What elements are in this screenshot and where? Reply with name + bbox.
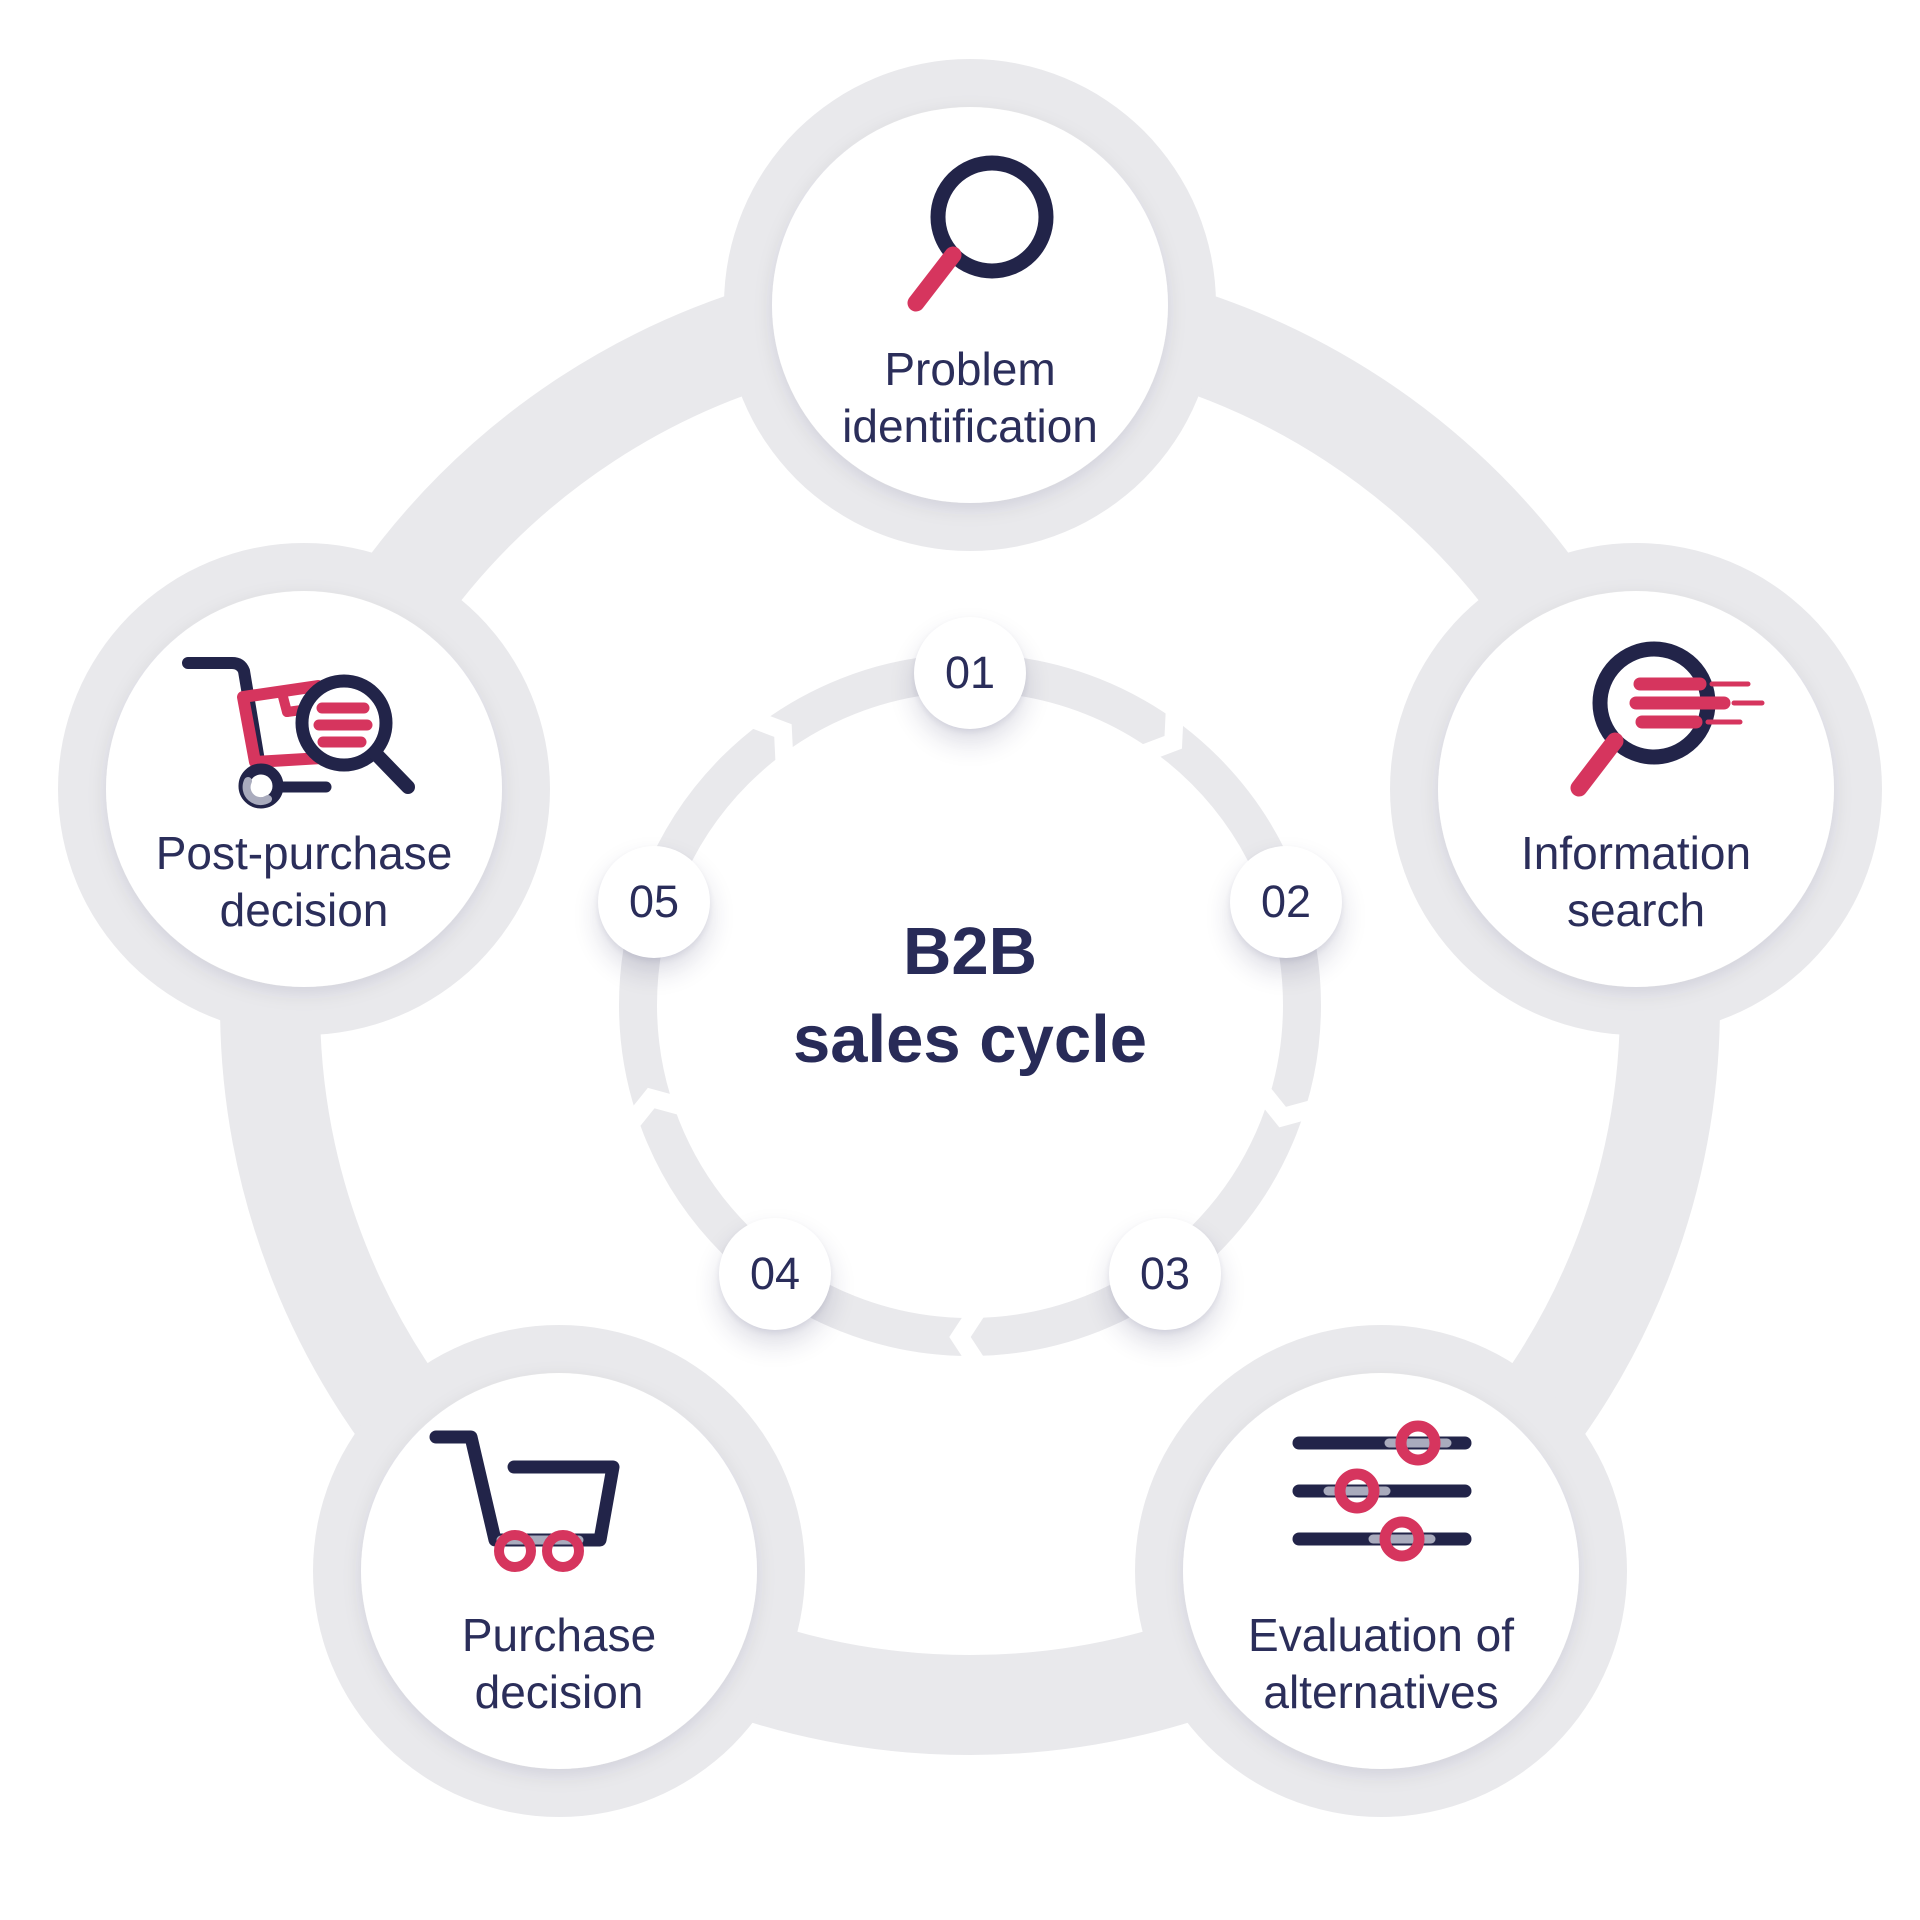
stage-label-line: Problem	[884, 343, 1056, 395]
result-lines	[1629, 677, 1765, 729]
stage-label-post-purchase-decision: Post-purchase decision	[94, 825, 514, 939]
clockwise-arrow-gap	[949, 1303, 987, 1371]
stage-number: 02	[1260, 876, 1312, 927]
stage-number-badge-04: 04	[719, 1218, 831, 1330]
stage-label-line: decision	[219, 884, 389, 936]
stage-circle-face	[772, 107, 1168, 503]
stage-label-line: identification	[842, 400, 1098, 452]
magnifier-handle	[369, 747, 415, 794]
lens-circle	[930, 155, 1054, 279]
stage-label-line: Post-purchase	[155, 827, 453, 879]
stage-number: 05	[628, 876, 680, 927]
stage-circle-problem-identification	[724, 59, 1216, 551]
stage-number-badge-03: 03	[1109, 1218, 1221, 1330]
clockwise-arrow-gap	[622, 1087, 687, 1131]
cart-wheel	[542, 1530, 584, 1572]
stage-number: 01	[944, 647, 996, 698]
stage-number-badge-02: 02	[1230, 846, 1342, 958]
handtruck-handle	[182, 657, 266, 773]
magnifier-handle	[907, 246, 962, 312]
stage-label-line: decision	[474, 1666, 644, 1718]
stage-label-line: Information	[1520, 827, 1752, 879]
stage-label-line: search	[1566, 884, 1706, 936]
cart-wheel	[494, 1530, 536, 1572]
wheel-shadow	[242, 777, 272, 806]
stage-label-information-search: Information search	[1426, 825, 1846, 939]
clockwise-arrow-gap	[1253, 1084, 1319, 1128]
stage-number: 03	[1139, 1248, 1191, 1299]
magnifier-handle	[1570, 732, 1624, 797]
stage-label-line: alternatives	[1263, 1666, 1499, 1718]
stage-label-problem-identification: Problem identification	[760, 341, 1180, 455]
search-results-icon	[1570, 641, 1765, 797]
stage-circle-evaluation-of-alternatives	[1135, 1325, 1627, 1817]
diagram-title-line1: B2B	[902, 914, 1038, 989]
magnifier-icon	[907, 155, 1054, 312]
clockwise-arrow-gap	[747, 709, 794, 766]
stage-circle-information-search	[1390, 543, 1882, 1035]
result-lines	[313, 702, 373, 748]
clockwise-arrow-gap	[1137, 707, 1184, 763]
slider-knobs	[1334, 1420, 1441, 1562]
sliders-icon	[1292, 1420, 1472, 1562]
stage-number-badge-01: 01	[914, 617, 1026, 729]
stage-number-badge-05: 05	[598, 846, 710, 958]
stage-label-line: Purchase	[461, 1609, 657, 1661]
stage-circle-face	[1438, 591, 1834, 987]
stage-label-line: Evaluation of	[1248, 1609, 1514, 1661]
stage-label-purchase-decision: Purchase decision	[349, 1607, 769, 1721]
shopping-cart-icon	[429, 1430, 620, 1572]
handtruck-search-icon	[182, 657, 415, 809]
stage-label-evaluation-of-alternatives: Evaluation of alternatives	[1171, 1607, 1591, 1721]
diagram-title-line2: sales cycle	[793, 1002, 1147, 1077]
stage-circle-face	[1183, 1373, 1579, 1769]
diagram-title: B2B sales cycle	[670, 908, 1270, 1084]
stage-number: 04	[749, 1248, 801, 1299]
